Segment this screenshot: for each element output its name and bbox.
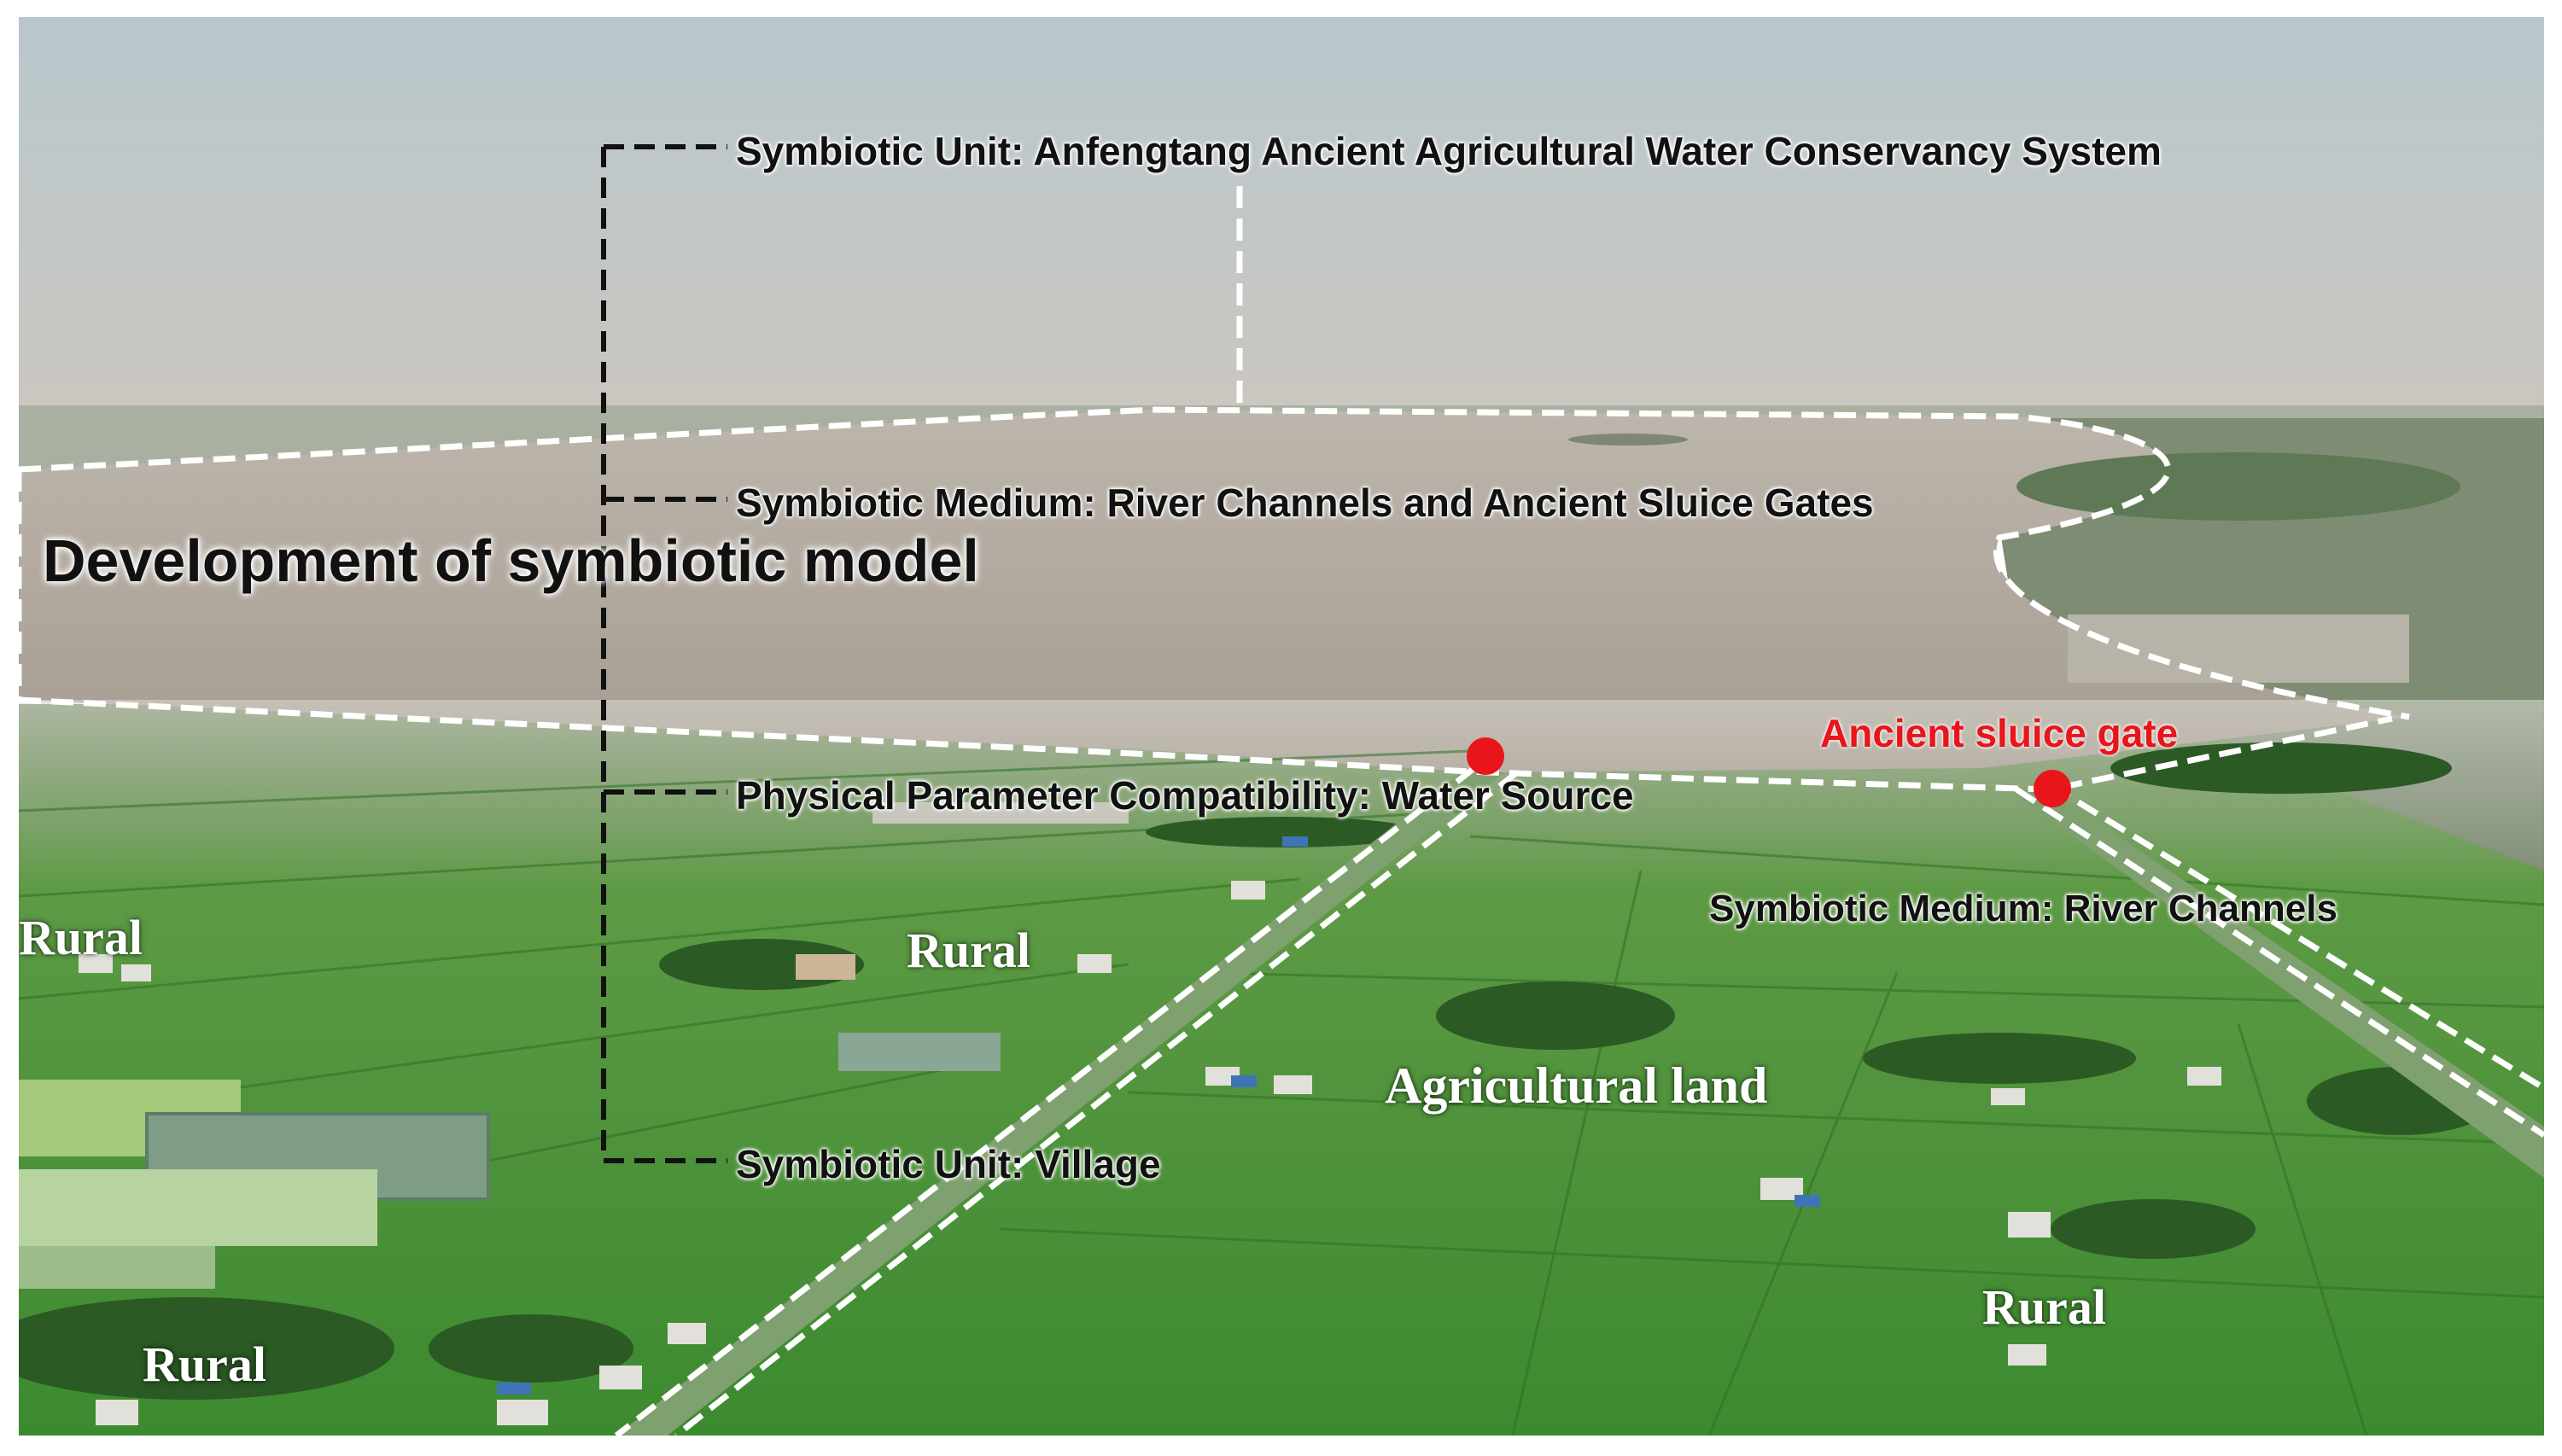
water-source-marker	[1467, 737, 1504, 775]
blue-roofs	[497, 836, 1820, 1395]
aerial-photo-frame: Development of symbiotic model Symbiotic…	[19, 17, 2544, 1436]
sluice-gate-marker	[2034, 770, 2071, 807]
ponds	[19, 1033, 1001, 1289]
label-symbiotic-unit-system: Symbiotic Unit: Anfengtang Ancient Agric…	[736, 129, 2162, 173]
label-agricultural-land: Agricultural land	[1385, 1057, 1768, 1114]
canal-left-a	[614, 766, 1477, 1436]
aerial-photo	[19, 17, 2544, 1436]
bracket	[601, 144, 727, 1163]
village-houses	[79, 614, 2409, 1425]
label-symbiotic-medium-river: Symbiotic Medium: River Channels	[1709, 888, 2337, 929]
page-title: Development of symbiotic model	[43, 527, 979, 594]
canal-left-b	[674, 770, 1520, 1436]
lake-outline	[19, 406, 2410, 720]
label-symbiotic-medium-river-gates: Symbiotic Medium: River Channels and Anc…	[736, 480, 1874, 525]
label-rural-bottom: Rural	[143, 1337, 266, 1392]
label-physical-parameter: Physical Parameter Compatibility: Water …	[736, 773, 1634, 818]
label-rural-center: Rural	[907, 923, 1030, 978]
label-rural-right: Rural	[1982, 1279, 2106, 1335]
label-ancient-sluice-gate: Ancient sluice gate	[1820, 711, 2179, 755]
label-symbiotic-unit-village: Symbiotic Unit: Village	[736, 1142, 1161, 1186]
label-rural-left: Rural	[19, 910, 143, 965]
canals	[616, 772, 2544, 1436]
canal-right-a	[2015, 787, 2544, 1138]
island	[1568, 434, 1688, 446]
